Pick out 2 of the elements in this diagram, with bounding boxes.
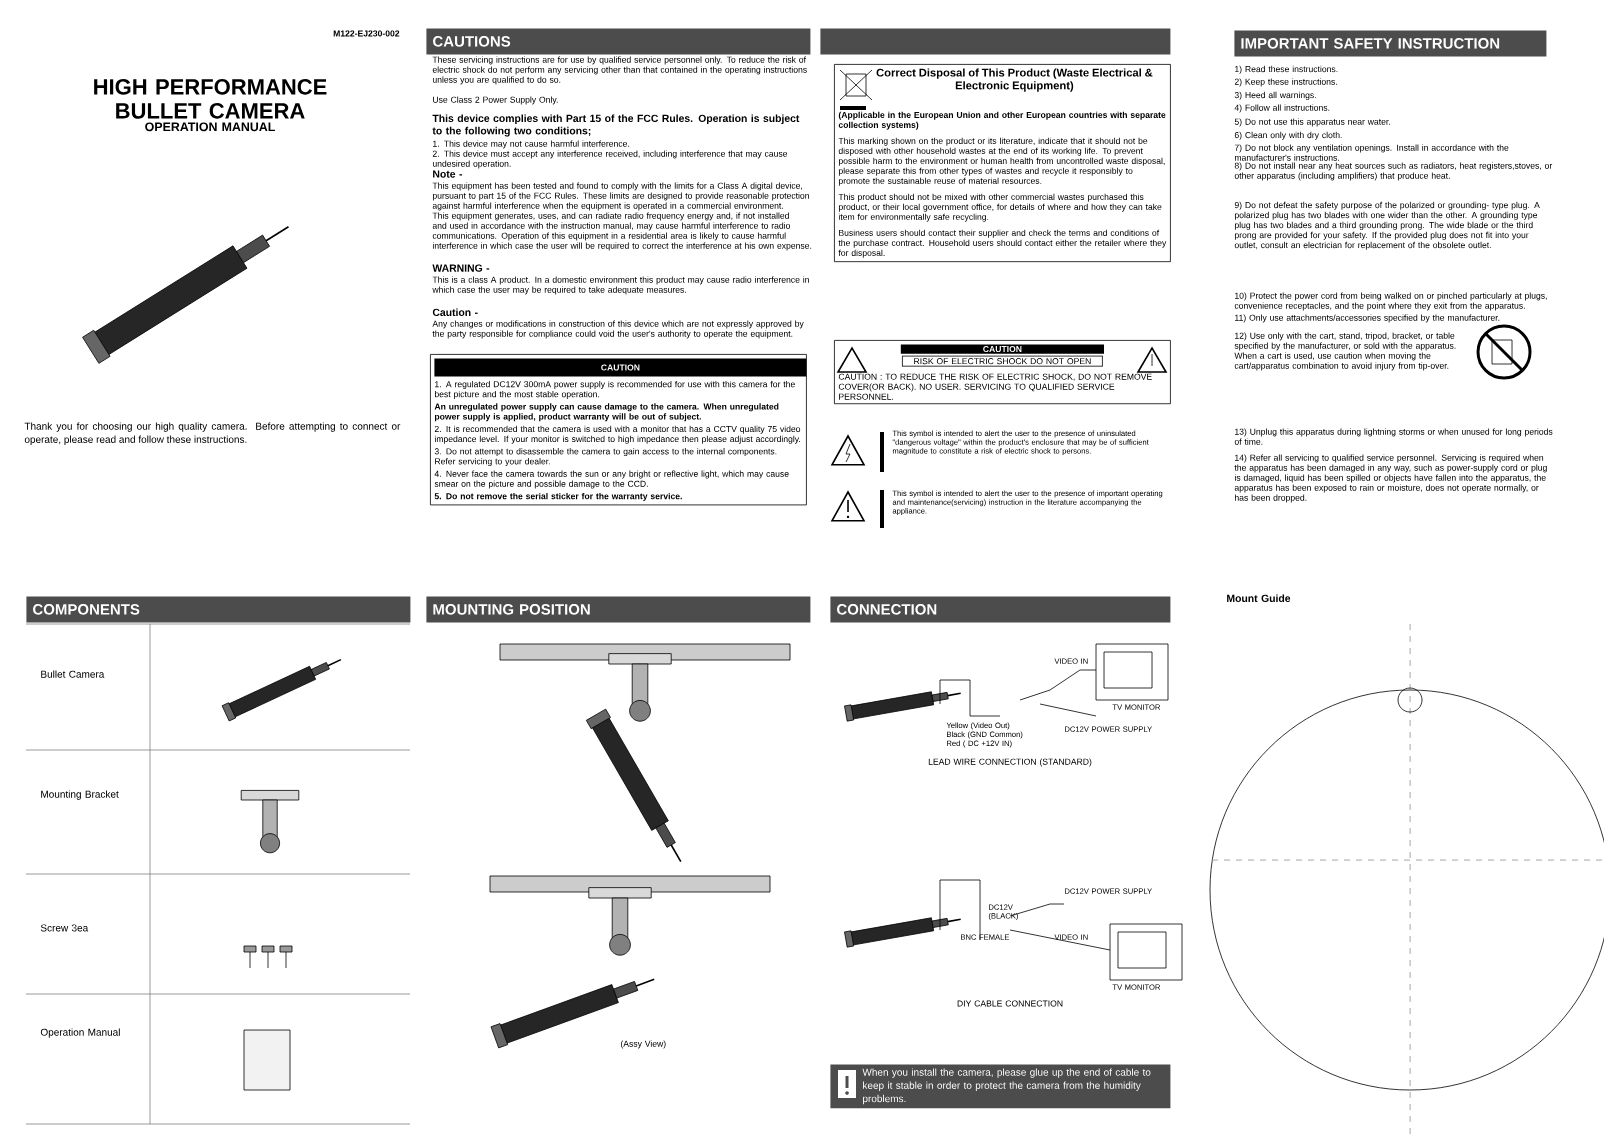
- header-bar: [820, 28, 1171, 55]
- title: HIGH PERFORMANCE BULLET CAMERA: [94, 79, 327, 119]
